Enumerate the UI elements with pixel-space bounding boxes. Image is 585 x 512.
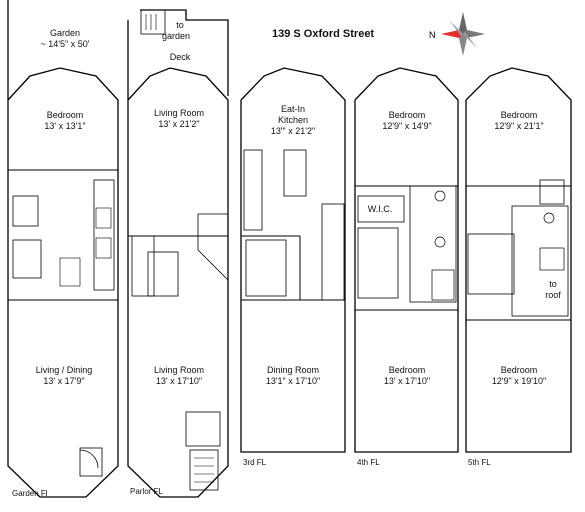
room-dims-parlor-living-upper: 13' x 21'2" [158,119,200,129]
roof-note-to: to [549,279,557,289]
fourth-floor-outline [354,67,459,453]
room-name-garden-bedroom: Bedroom [46,110,84,120]
room-name-parlor-living-lower: Living Room [153,365,205,375]
parlor-floor-outline [127,9,229,498]
room-name-dining: Dining Room [266,365,320,375]
room-name-living-dining: Living / Dining [35,365,93,375]
stair-note-to: to [176,20,184,30]
room-dims-dining: 13'1" x 17'10" [265,376,321,386]
stair-note-garden: garden [161,31,191,41]
room-dims-5th-bedroom-front: 12'9" x 21'1" [494,121,544,131]
compass-rose-icon: N [429,12,485,56]
room-name-eat-in: Eat-In [280,104,305,114]
roof-note-roof: roof [545,290,561,300]
room-name-5th-bedroom-front: Bedroom [500,110,538,120]
floor-label-3rd: 3rd FL [243,458,267,467]
third-floor-outline [240,67,346,453]
floor-label-4th: 4th FL [357,458,380,467]
room-dims-4th-bedroom-rear: 13' x 17'10" [383,376,431,386]
floor-label-parlor: Parlor FL [130,487,163,496]
room-name-parlor-living-upper: Living Room [153,108,205,118]
room-dims-parlor-living-lower: 13' x 17'10" [155,376,203,386]
deck-label: Deck [169,52,191,62]
room-dims-4th-bedroom-front: 12'9" x 14'9" [382,121,432,131]
room-name-kitchen: Kitchen [277,115,309,125]
wic-label: W.I.C. [367,204,393,214]
garden-floor-outline [7,0,119,498]
floor-label-5th: 5th FL [468,458,491,467]
room-dims-living-dining: 13' x 17'9" [43,376,85,386]
room-name-garden: Garden [49,28,81,38]
fifth-floor-outline [465,67,572,453]
room-dims-5th-bedroom-rear: 12'9" x 19'10" [491,376,547,386]
svg-text:N: N [429,30,436,40]
room-name-5th-bedroom-rear: Bedroom [500,365,538,375]
floor-label-garden: Garden Fl [12,489,48,498]
room-dims-garden-bedroom: 13' x 13'1" [44,121,86,131]
page-title: 139 S Oxford Street [272,28,375,40]
room-name-4th-bedroom-front: Bedroom [388,110,426,120]
room-dims-kitchen: 13"' x 21'2" [270,126,316,136]
room-dims-garden: ~ 14'5" x 50' [40,39,90,49]
room-name-4th-bedroom-rear: Bedroom [388,365,426,375]
